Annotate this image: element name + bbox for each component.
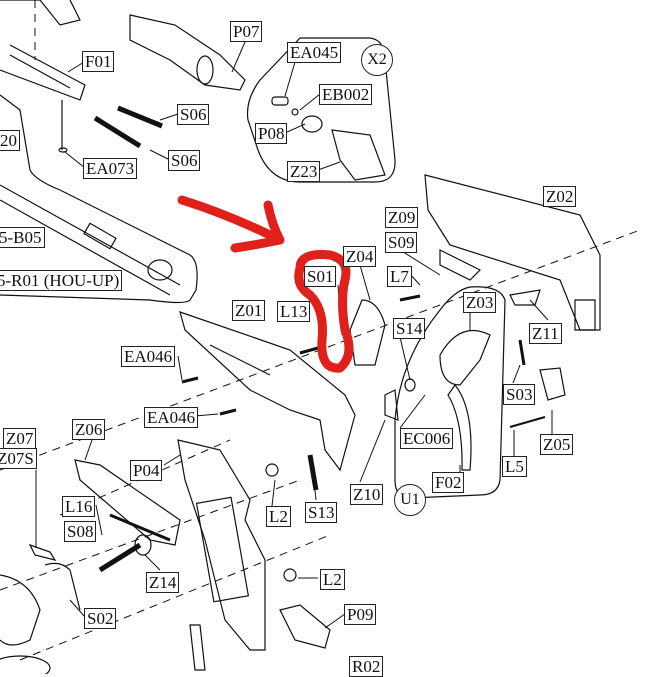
part-z23 bbox=[331, 129, 386, 181]
group-x2-badge: X2 bbox=[361, 44, 393, 76]
label-l2-b: L2 bbox=[320, 569, 345, 590]
group-u1-badge: U1 bbox=[394, 484, 426, 516]
label-r01: 5-R01 (HOU-UP) bbox=[0, 270, 123, 291]
label-s02: S02 bbox=[84, 608, 117, 629]
label-z09: Z09 bbox=[385, 207, 419, 228]
part-z03 bbox=[439, 329, 491, 386]
label-z07s: Z07S bbox=[0, 448, 37, 469]
label-z23: Z23 bbox=[287, 161, 321, 182]
label-ea046-b: EA046 bbox=[144, 407, 199, 428]
label-p07: P07 bbox=[230, 21, 263, 42]
red-arrow-icon bbox=[177, 195, 285, 253]
label-s08: S08 bbox=[64, 521, 97, 542]
label-z04: Z04 bbox=[343, 246, 377, 267]
part-p09 bbox=[279, 604, 331, 649]
label-z07: Z07 bbox=[3, 428, 37, 449]
spring-s06-b bbox=[93, 115, 142, 149]
label-p09: P09 bbox=[344, 604, 377, 625]
label-z02: Z02 bbox=[543, 186, 577, 207]
label-z10: Z10 bbox=[350, 484, 384, 505]
part-f01 bbox=[0, 44, 86, 101]
label-ec006: EC006 bbox=[400, 428, 454, 449]
label-s06-a: S06 bbox=[177, 104, 210, 125]
label-z01: Z01 bbox=[232, 300, 266, 321]
slide-group-outline bbox=[0, 94, 198, 304]
label-z14: Z14 bbox=[146, 572, 180, 593]
label-ea045: EA045 bbox=[287, 42, 342, 63]
part-z06 bbox=[74, 459, 181, 546]
label-r02: R02 bbox=[349, 656, 384, 677]
label-l7: L7 bbox=[387, 266, 412, 287]
label-eb002: EB002 bbox=[319, 84, 373, 105]
part-p04 bbox=[177, 439, 266, 651]
label-l2-a: L2 bbox=[266, 506, 291, 527]
part-p07 bbox=[129, 14, 246, 91]
label-z06: Z06 bbox=[72, 419, 106, 440]
part-z04 bbox=[349, 299, 386, 366]
label-s14: S14 bbox=[393, 318, 426, 339]
label-f01: F01 bbox=[82, 51, 115, 72]
label-s09: S09 bbox=[385, 232, 418, 253]
label-b05: 5-B05 bbox=[0, 227, 45, 248]
label-s03: S03 bbox=[503, 384, 536, 405]
part-f02 bbox=[447, 383, 472, 471]
label-ea073: EA073 bbox=[83, 158, 138, 179]
label-l5: L5 bbox=[502, 456, 527, 477]
label-z05: Z05 bbox=[540, 434, 574, 455]
label-s01: S01 bbox=[304, 266, 337, 287]
part-z01 bbox=[179, 311, 356, 472]
label-z03: Z03 bbox=[463, 292, 497, 313]
red-highlight-loop bbox=[294, 250, 354, 373]
label-s13: S13 bbox=[305, 502, 338, 523]
label-l16: L16 bbox=[62, 496, 96, 517]
label-l13: L13 bbox=[277, 301, 311, 322]
label-z11: Z11 bbox=[529, 323, 562, 344]
label-s06-b: S06 bbox=[168, 150, 201, 171]
label-p08: P08 bbox=[255, 123, 288, 144]
spring-s06-a bbox=[117, 105, 163, 129]
label-p04: P04 bbox=[130, 460, 163, 481]
red-annotation bbox=[177, 195, 354, 373]
part-top-left bbox=[0, 0, 81, 26]
label-f02: F02 bbox=[432, 472, 465, 493]
label-20: 20 bbox=[0, 130, 20, 151]
label-ea046-a: EA046 bbox=[121, 346, 176, 367]
